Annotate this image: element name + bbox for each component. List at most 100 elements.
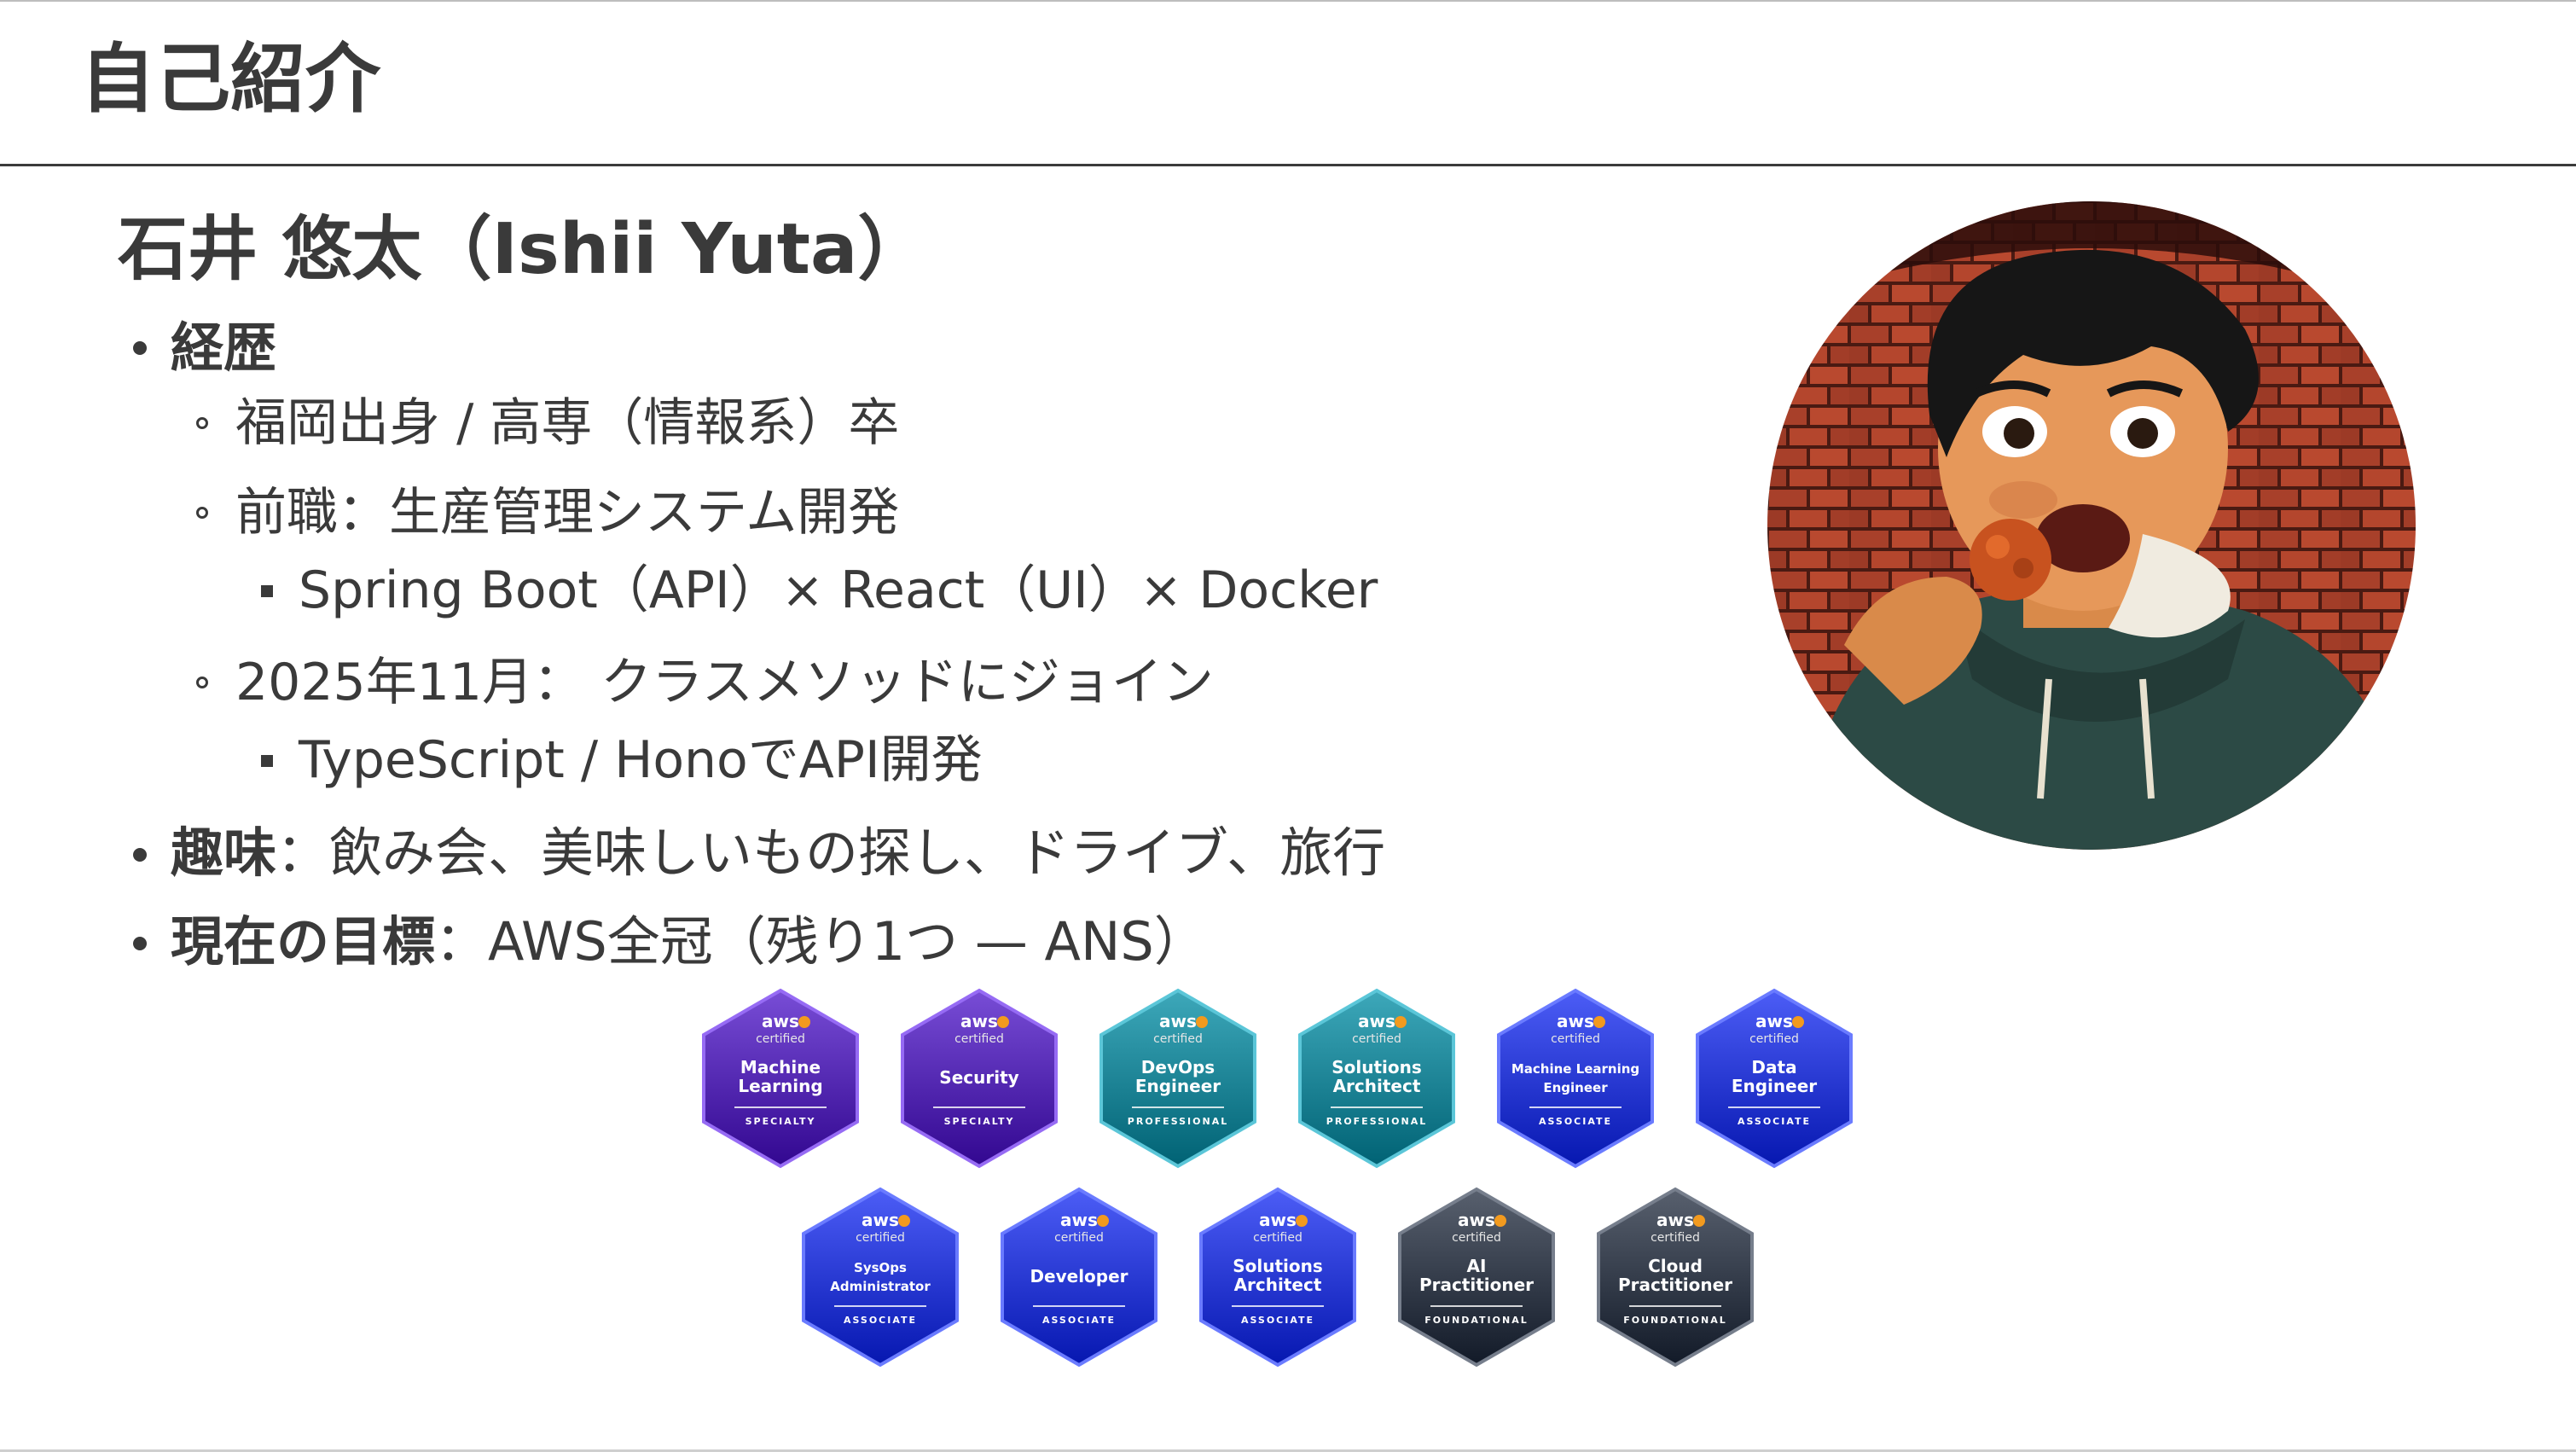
badge-title: Learning <box>738 1076 822 1096</box>
badge-title: Security <box>939 1067 1018 1088</box>
badge-check-icon <box>1296 1215 1308 1227</box>
career-subitem-current-work: TypeScript / HonoでAPI開発 <box>299 730 983 790</box>
badge-subtitle: certified <box>1551 1032 1600 1046</box>
bullet-disc <box>133 848 147 862</box>
career-item-previous-job: 前職：生産管理システム開発 <box>235 483 900 543</box>
slide-header: 自己紹介 <box>0 0 2576 166</box>
badge-level: ASSOCIATE <box>1042 1315 1116 1326</box>
bullet-circle <box>196 507 208 519</box>
badge-check-icon <box>1693 1215 1705 1227</box>
badge-brand: aws <box>1060 1210 1098 1230</box>
badge-subtitle: certified <box>756 1032 805 1046</box>
badge-check-icon <box>997 1016 1009 1028</box>
bullet-circle <box>196 677 208 688</box>
top-divider <box>0 0 2576 2</box>
badge-hexagon <box>1099 988 1256 1169</box>
badge-level: SPECIALTY <box>746 1116 816 1127</box>
hobby-row: 趣味：飲み会、美味しいもの探し、ドライブ、旅行 <box>171 819 1385 887</box>
badge-brand: aws <box>1159 1011 1197 1031</box>
badge-title: Practitioner <box>1419 1275 1534 1295</box>
badge-level: ASSOCIATE <box>1241 1315 1314 1326</box>
career-item-origin: 福岡出身 / 高専（情報系）卒 <box>235 393 900 453</box>
badge-check-icon <box>1792 1016 1804 1028</box>
badge-level: PROFESSIONAL <box>1326 1116 1427 1127</box>
bottom-divider <box>0 1449 2576 1452</box>
badge-level: FOUNDATIONAL <box>1623 1315 1726 1326</box>
badge-title: Architect <box>1333 1076 1421 1096</box>
avatar-illustration-icon <box>1767 201 2416 850</box>
badge-brand: aws <box>1557 1011 1594 1031</box>
badge-level: ASSOCIATE <box>844 1315 917 1326</box>
badge-title: Data <box>1751 1057 1796 1077</box>
badge-subtitle: certified <box>1153 1032 1203 1046</box>
badge-title: Solutions <box>1332 1057 1422 1077</box>
career-item-joined: 2025年11月： クラスメソッドにジョイン <box>235 653 1214 712</box>
career-subitem-stack: Spring Boot（API）× React（UI）× Docker <box>299 560 1378 620</box>
badge-title: Machine Learning <box>1511 1061 1639 1077</box>
badge-title: Machine <box>740 1057 821 1077</box>
badge-check-icon <box>1196 1016 1208 1028</box>
goal-label: 現在の目標 <box>171 910 436 973</box>
profile-name: 石井 悠太（Ishii Yuta） <box>118 209 928 290</box>
badge-brand: aws <box>1458 1210 1495 1230</box>
badge-subtitle: certified <box>1452 1231 1501 1245</box>
badge-brand: aws <box>1358 1011 1395 1031</box>
badge-title: Engineer <box>1732 1076 1817 1096</box>
badge-hexagon <box>1001 1187 1157 1368</box>
badge-hexagon <box>901 988 1058 1169</box>
badge-title: Cloud <box>1648 1256 1703 1276</box>
badge-subtitle: certified <box>856 1231 905 1245</box>
badge-title: Engineer <box>1543 1080 1608 1095</box>
badge-subtitle: certified <box>1651 1231 1700 1245</box>
hobby-text: ：飲み会、美味しいもの探し、ドライブ、旅行 <box>276 822 1386 884</box>
badge-hexagon <box>1398 1187 1555 1368</box>
badge-hexagon <box>1696 988 1853 1169</box>
badge-title: Engineer <box>1135 1076 1221 1096</box>
badge-hexagon <box>1298 988 1455 1169</box>
badge-hexagon <box>1199 1187 1356 1368</box>
badge-hexagon <box>702 988 859 1169</box>
page-title: 自己紹介 <box>80 35 381 123</box>
badge-title: Architect <box>1234 1275 1322 1295</box>
badge-subtitle: certified <box>1352 1032 1401 1046</box>
badge-brand: aws <box>1656 1210 1694 1230</box>
goal-text: ：AWS全冠（残り1つ — ANS） <box>435 910 1207 973</box>
badge-subtitle: certified <box>954 1032 1004 1046</box>
bullet-circle <box>196 417 208 429</box>
badge-title: Solutions <box>1233 1256 1323 1276</box>
badge-level: ASSOCIATE <box>1738 1116 1811 1127</box>
badge-brand: aws <box>960 1011 998 1031</box>
badge-level: PROFESSIONAL <box>1128 1116 1228 1127</box>
badge-brand: aws <box>862 1210 899 1230</box>
avatar <box>1767 201 2416 850</box>
bullet-square <box>261 755 273 767</box>
career-heading: 経歴 <box>171 317 277 379</box>
badge-subtitle: certified <box>1054 1231 1104 1245</box>
badge-subtitle: certified <box>1749 1032 1799 1046</box>
badge-subtitle: certified <box>1253 1231 1303 1245</box>
bullet-disc <box>133 341 147 355</box>
badge-hexagon <box>1497 988 1654 1169</box>
badge-brand: aws <box>1259 1210 1297 1230</box>
badge-check-icon <box>798 1016 810 1028</box>
badge-level: SPECIALTY <box>944 1116 1015 1127</box>
badge-title: DevOps <box>1141 1057 1215 1077</box>
badge-brand: aws <box>1755 1011 1793 1031</box>
badge-level: ASSOCIATE <box>1539 1116 1612 1127</box>
goal-row: 現在の目標：AWS全冠（残り1つ — ANS） <box>171 908 1207 976</box>
badge-level: FOUNDATIONAL <box>1424 1315 1528 1326</box>
badge-title: AI <box>1467 1256 1487 1276</box>
badge-check-icon <box>1395 1016 1407 1028</box>
badge-title: SysOps <box>854 1260 907 1275</box>
bullet-square <box>261 585 273 597</box>
